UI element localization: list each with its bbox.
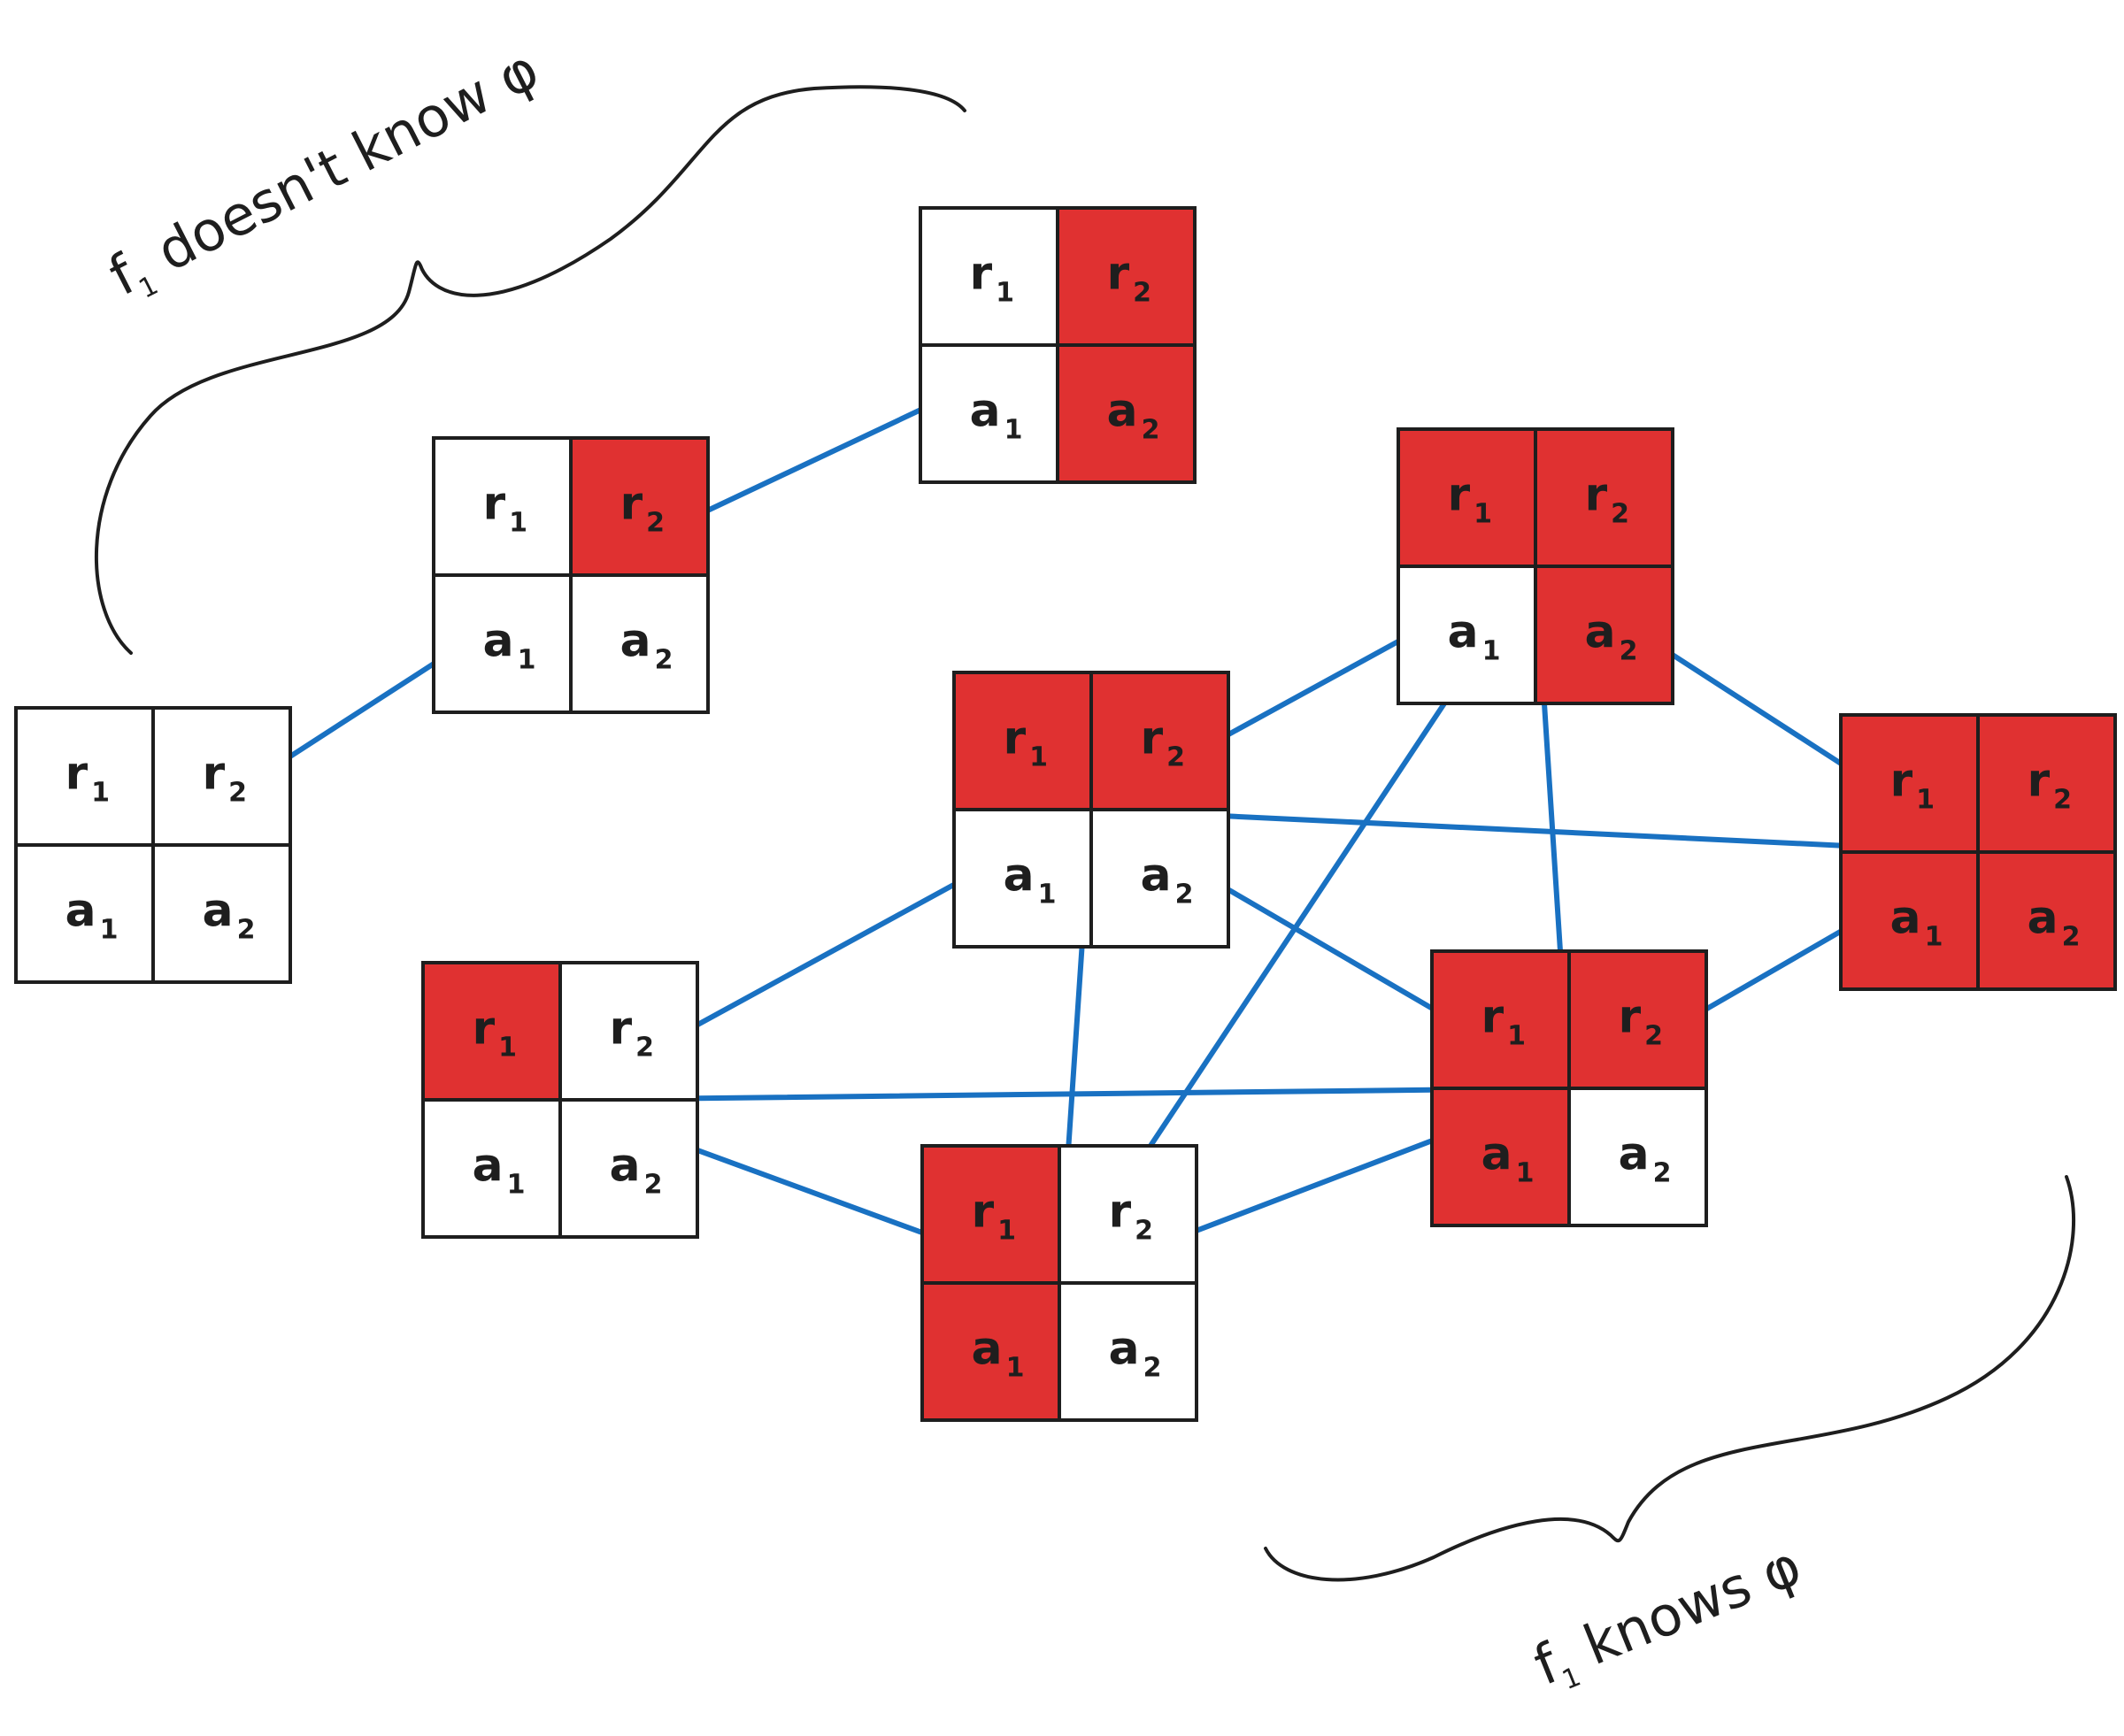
cell-r2-unknown	[151, 706, 292, 847]
cell-r2-known	[569, 436, 710, 577]
edge-w4-w5	[1066, 944, 1085, 1148]
cell-a1-unknown	[952, 808, 1093, 949]
cell-a1-unknown	[1397, 565, 1537, 705]
bottom-brace	[1264, 1175, 2076, 1582]
cell-a1-unknown	[919, 343, 1059, 484]
cell-r2-known	[1056, 206, 1197, 347]
accessibility-edges	[288, 407, 1843, 1236]
annotation-braces	[95, 85, 2076, 1582]
cell-a2-unknown	[558, 1098, 699, 1239]
edge-w3-w4	[695, 881, 957, 1028]
top-brace	[95, 85, 966, 655]
edge-w3-w7	[695, 1087, 1435, 1102]
edge-w1-w2	[705, 407, 923, 513]
edge-w3-w5	[695, 1147, 925, 1236]
cell-r1-known	[421, 961, 562, 1102]
edge-w4-w7	[1226, 887, 1435, 1011]
cell-a1-unknown	[14, 843, 155, 984]
edge-w6-w7	[1541, 701, 1564, 954]
cell-a2-unknown	[1567, 1087, 1708, 1227]
edge-w6-w8	[1670, 652, 1843, 766]
cell-r2-known	[1976, 713, 2117, 854]
edge-w4-w8	[1226, 813, 1843, 849]
bottom-annotation: f1 knows φ	[1525, 1532, 1812, 1703]
edge-w0-w1	[288, 661, 436, 759]
cell-a2-unknown	[569, 573, 710, 714]
cell-a1-unknown	[432, 573, 573, 714]
top-annotation: f1 doesn't know φ	[99, 36, 551, 313]
cell-a2-known	[1056, 343, 1197, 484]
cell-r1-known	[1430, 949, 1571, 1090]
edge-w7-w8	[1704, 928, 1843, 1012]
cell-r2-unknown	[1058, 1144, 1198, 1285]
cell-a2-unknown	[1058, 1281, 1198, 1422]
cell-r2-known	[1567, 949, 1708, 1090]
cell-a2-unknown	[1089, 808, 1230, 949]
cell-a2-unknown	[151, 843, 292, 984]
cell-r2-known	[1089, 671, 1230, 811]
edge-w6-w5	[1147, 701, 1448, 1148]
cell-r2-unknown	[558, 961, 699, 1102]
cell-a2-known	[1534, 565, 1674, 705]
edge-w5-w7	[1194, 1138, 1435, 1233]
cell-r2-known	[1534, 427, 1674, 568]
cell-r1-unknown	[919, 206, 1059, 347]
edge-w4-w6	[1226, 638, 1401, 738]
cell-a2-known	[1976, 850, 2117, 991]
